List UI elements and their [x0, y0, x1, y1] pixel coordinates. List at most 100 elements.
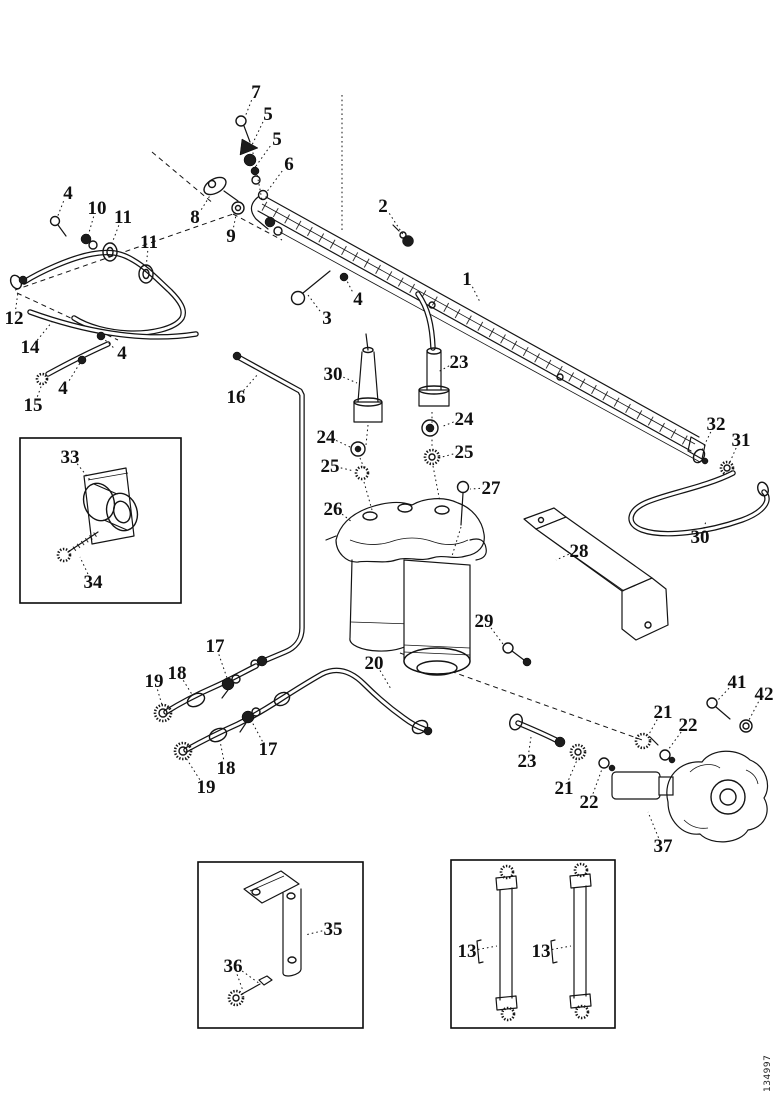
callout-number: 5: [263, 104, 273, 125]
callout-number: 10: [88, 198, 107, 219]
callout-number: 22: [679, 715, 698, 736]
callout-leader: [243, 373, 259, 391]
callout-number: 5: [272, 129, 282, 150]
callout-leader: [76, 463, 91, 481]
callout-number: 15: [24, 395, 43, 416]
callout-leader: [379, 670, 392, 690]
callout-leader: [437, 365, 450, 373]
callout-number: 29: [475, 611, 494, 632]
callout-leader: [200, 193, 212, 210]
callout-number: 23: [518, 751, 537, 772]
callout-leader: [103, 338, 114, 348]
callout-number: 18: [168, 663, 187, 684]
callout-leader: [477, 945, 498, 951]
callout-leader: [701, 431, 712, 451]
callout-number: 31: [732, 430, 751, 451]
construction-lines: [14, 95, 646, 742]
callout-number: 42: [755, 684, 774, 705]
callout-leader: [592, 768, 603, 794]
callout-number: 11: [140, 232, 158, 253]
fuel-rail: [250, 196, 706, 463]
callout-number: 14: [21, 337, 41, 358]
callout-number: 36: [224, 956, 243, 977]
callout-number: 11: [114, 207, 132, 228]
callout-leader: [346, 280, 353, 292]
callout-leader: [182, 680, 194, 697]
callout-number: 24: [455, 409, 475, 430]
callout-leader: [110, 225, 120, 247]
fuel-pump-assembly: [509, 697, 769, 843]
inset-box-hoses: [450, 859, 616, 1029]
callout-number: 25: [321, 456, 340, 477]
callout-number: 9: [226, 226, 236, 247]
callout-number: 24: [317, 427, 337, 448]
callout-leader: [341, 513, 353, 523]
rail-top-fittings: [203, 115, 414, 306]
callout-leader: [241, 970, 261, 985]
callout-leader: [568, 759, 578, 781]
callout-leader: [219, 740, 225, 760]
callout-number: 21: [555, 778, 574, 799]
inset-box-bracket: [197, 861, 364, 1029]
suction-hoses: [153, 663, 433, 761]
callout-number: 2: [378, 196, 388, 217]
callout-leader: [87, 216, 95, 237]
callout-leader: [255, 145, 271, 167]
callout-leader: [667, 731, 682, 751]
callout-number: 1: [462, 269, 472, 290]
callout-number: 22: [580, 792, 599, 813]
callout-leader: [469, 487, 481, 490]
callout-leader: [703, 520, 707, 529]
feed-pipe: [232, 351, 305, 669]
inset-box-solenoid: [19, 437, 182, 604]
callout-number: 32: [707, 414, 726, 435]
callout-leader: [551, 945, 572, 951]
callout-leader: [528, 736, 532, 753]
callout-number: 4: [117, 343, 127, 364]
callout-leader: [555, 553, 569, 561]
callout-number: 35: [324, 919, 343, 940]
callout-leader: [441, 453, 454, 458]
callout-number: 13: [532, 941, 551, 962]
callout-leader: [340, 467, 355, 472]
rail-outlet-hose: [628, 448, 770, 537]
callout-number: 33: [61, 447, 80, 468]
callout-number: 19: [145, 671, 164, 692]
callout-leader: [748, 701, 759, 721]
callout-leader: [236, 974, 244, 992]
callout-leader: [68, 362, 81, 381]
callout-leader: [145, 250, 149, 269]
callout-leader: [647, 811, 660, 838]
callout-leader: [490, 627, 504, 645]
doc-number: 134997: [763, 1055, 773, 1092]
callout-leader: [647, 719, 658, 737]
callout-leader: [251, 121, 264, 146]
callout-number: 26: [324, 499, 343, 520]
callout-leader: [218, 654, 228, 679]
return-tube-assembly: [9, 215, 199, 386]
callout-number: 17: [259, 739, 279, 760]
callout-number: 12: [5, 308, 24, 329]
callout-number: 23: [450, 352, 469, 373]
callout-number: 18: [217, 758, 236, 779]
callout-leader: [15, 291, 19, 310]
callout-leader: [36, 321, 53, 341]
callout-number: 4: [63, 183, 73, 204]
callout-leader: [471, 286, 481, 303]
callout-number: 19: [197, 777, 216, 798]
fuel-filter-assembly: [325, 498, 487, 676]
callout-number: 21: [654, 702, 673, 723]
callout-number: 3: [322, 308, 332, 329]
callout-number: 20: [365, 653, 384, 674]
callout-number: 13: [458, 941, 477, 962]
callout-number: 7: [251, 82, 261, 103]
callout-leader: [79, 556, 89, 575]
callout-number: 30: [691, 527, 710, 548]
injector-line-fittings: [350, 291, 470, 557]
callout-number: 4: [58, 378, 68, 399]
callout-number: 4: [353, 289, 363, 310]
callout-leader: [335, 440, 351, 448]
callout-number: 27: [482, 478, 502, 499]
